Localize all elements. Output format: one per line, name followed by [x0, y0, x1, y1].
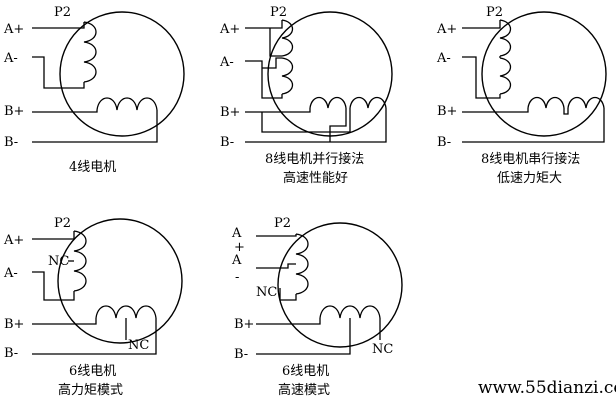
pin-label-a-minus: A-	[219, 55, 234, 70]
wire-b-series-link	[563, 108, 569, 115]
coil-a1	[281, 19, 294, 57]
pin-label-b-minus: B-	[234, 347, 248, 362]
wire-a-nc-stub	[279, 288, 297, 301]
wire-a-minus	[256, 263, 296, 269]
wire-a-plus	[245, 20, 283, 29]
pin-label-a-bottom: A	[231, 253, 242, 268]
wire-b-minus	[245, 108, 387, 143]
wire-a-plus-parallel	[269, 28, 282, 57]
caption-line-1: 4线电机	[69, 160, 116, 175]
pin-label-b-plus: B+	[234, 317, 254, 332]
wire-b-plus	[32, 110, 98, 113]
wire-a-plus	[32, 22, 85, 29]
diagram-8-wire-parallel: P2 A+ A- B+ B- 8线电机并行接法 高速性能好	[219, 5, 393, 186]
pin-label-plus: +	[234, 240, 245, 255]
caption-line-2: 高速性能好	[283, 170, 348, 186]
p2-label: P2	[54, 216, 71, 231]
caption-line-2: 低速力矩大	[497, 171, 562, 186]
caption-line-1: 8线电机串行接法	[481, 151, 580, 167]
diagram-6-wire-high-speed: P2 A + A - B+ B- NC NC 6线电机 高速模式	[231, 216, 403, 398]
wire-b-plus	[462, 108, 529, 113]
coil-b1	[527, 96, 565, 109]
wire-b-plus	[32, 318, 97, 325]
wire-a-minus	[245, 60, 283, 99]
p2-label: P2	[486, 5, 503, 20]
pin-label-b-minus: B-	[220, 135, 234, 150]
nc-label-b: NC	[372, 342, 393, 357]
wire-a-plus	[32, 231, 75, 240]
nc-label-a: NC	[256, 285, 277, 300]
pin-label-b-plus: B+	[4, 104, 24, 119]
pin-label-b-minus: B-	[4, 346, 18, 361]
wire-b-minus	[462, 108, 605, 143]
wire-b-plus	[245, 108, 311, 113]
stator-circle	[277, 222, 403, 348]
coil-a2	[499, 57, 512, 95]
coil-a2	[281, 57, 294, 95]
pin-label-a-plus: A+	[219, 22, 240, 37]
wire-b-minus	[32, 110, 158, 143]
caption-line-2: 高力矩模式	[58, 382, 123, 398]
pin-label-a-minus: A-	[3, 266, 18, 281]
stator-circle	[267, 11, 393, 137]
pin-label-b-plus: B+	[437, 104, 457, 119]
pin-label-a-minus: A-	[436, 51, 451, 66]
wire-b-minus-parallel	[329, 108, 347, 142]
caption-line-1: 8线电机并行接法	[265, 151, 364, 167]
caption-line-1: 6线电机	[282, 364, 329, 379]
stator-circle	[59, 11, 185, 137]
coil-a1	[499, 19, 512, 57]
diagram-6-wire-high-torque: P2 A+ A- B+ B- NC NC 6线电机 高力矩模式	[3, 216, 183, 398]
wire-a-minus	[32, 271, 75, 301]
caption-line-1: 6线电机	[69, 364, 116, 379]
stator-circle	[481, 11, 607, 137]
pin-label-a-plus: A+	[3, 22, 24, 37]
coil-a	[295, 233, 309, 295]
wire-b-plus-parallel	[261, 108, 351, 133]
pin-label-a-minus: A-	[3, 51, 18, 66]
coil-b	[96, 97, 158, 111]
p2-label: P2	[54, 5, 71, 20]
pin-label-a-plus: A+	[3, 233, 24, 248]
wire-a-minus	[32, 56, 85, 89]
wire-a-minus	[462, 56, 501, 99]
diagram-8-wire-series: P2 A+ A- B+ B- 8线电机串行接法 低速力矩大	[436, 5, 607, 186]
pin-label-minus: -	[235, 270, 239, 285]
coil-a	[83, 21, 97, 83]
stator-circle	[57, 218, 183, 344]
pin-label-a-plus: A+	[436, 22, 457, 37]
coil-b	[319, 305, 381, 319]
nc-label-a: NC	[48, 254, 69, 269]
diagram-4-wire: P2 A+ A- B+ B- 4线电机	[3, 5, 185, 175]
coil-a	[73, 230, 87, 292]
wire-a-plus	[462, 20, 501, 29]
pin-label-b-plus: B+	[220, 105, 240, 120]
p2-label: P2	[274, 216, 291, 231]
coil-b1	[309, 96, 347, 109]
wire-b-minus	[256, 318, 351, 355]
coil-b	[95, 305, 157, 319]
wire-a-minus-parallel	[262, 57, 282, 69]
pin-label-a-top: A	[231, 226, 242, 241]
pin-label-b-plus: B+	[4, 317, 24, 332]
pin-label-b-minus: B-	[4, 135, 18, 150]
nc-label-b: NC	[128, 338, 149, 353]
wire-b-minus	[32, 318, 157, 355]
wire-b-plus	[256, 318, 321, 325]
pin-label-b-minus: B-	[437, 135, 451, 150]
wire-a-plus	[256, 234, 297, 237]
coil-b2	[567, 96, 605, 109]
p2-label: P2	[270, 5, 287, 20]
caption-line-2: 高速模式	[278, 382, 330, 398]
watermark-text: www.55dianzi.com	[478, 378, 616, 398]
coil-b2	[349, 96, 387, 109]
